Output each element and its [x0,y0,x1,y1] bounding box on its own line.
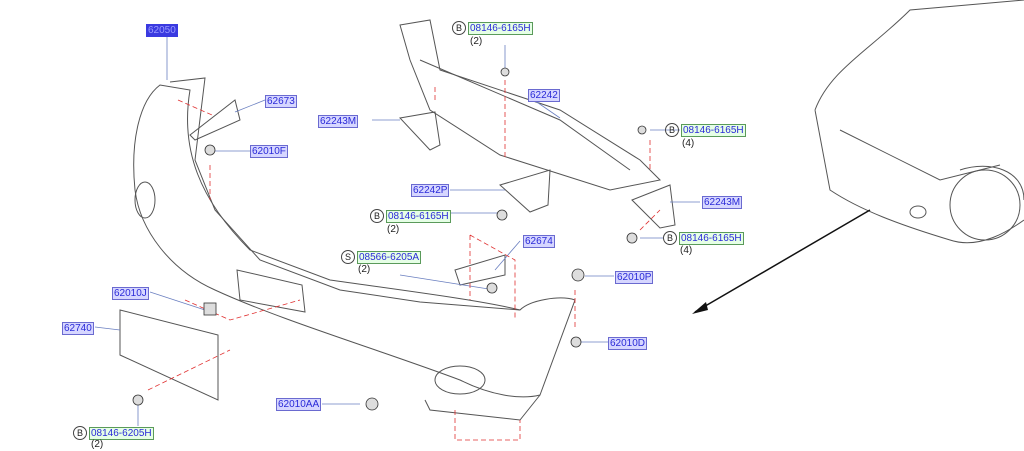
part-label-62010AA[interactable]: 62010AA [276,398,322,411]
fastener-code[interactable]: 08146-6205H [89,426,154,440]
clip-icon [365,397,379,411]
reinforcement-beam [399,19,662,191]
bolt-icon [500,67,510,77]
fastener-code[interactable]: 08566-6205A [357,250,422,264]
clip-icon [571,268,585,282]
fastener-qty: (2) [387,224,400,235]
part-label-62242[interactable]: 62242 [528,89,560,102]
fastener-qty: (2) [358,264,371,275]
fastener-code[interactable]: 08146-6165H [679,231,744,245]
clip-62010J-icon [203,302,217,316]
part-label-62010J[interactable]: 62010J [112,287,149,300]
fastener-type-icon: B [663,231,677,245]
bolt-icon [626,232,638,244]
part-label-62010P[interactable]: 62010P [615,271,654,284]
fastener-type-icon: B [452,21,466,35]
part-label-62050[interactable]: 62050 [146,24,178,37]
part-label-62243M-right[interactable]: 62243M [702,196,743,209]
bolt-icon [132,394,144,406]
screw-icon [486,282,498,294]
part-label-62243M-left[interactable]: 62243M [318,115,359,128]
clip-icon [570,336,582,348]
fastener-type-icon: S [341,250,355,264]
fastener-code[interactable]: 08146-6165H [468,21,533,35]
fastener-qty: (4) [680,245,693,256]
bolt-icon [637,125,647,135]
fastener-qty: (2) [470,36,483,47]
fastener-type-icon: B [665,123,679,137]
fastener-type-icon: B [73,426,87,440]
clip-icon [204,144,216,156]
part-label-62010F[interactable]: 62010F [250,145,288,158]
fastener-code[interactable]: 08146-6165H [386,209,451,223]
bracket-62674 [454,254,506,286]
bracket-62673 [189,99,241,141]
part-label-62740[interactable]: 62740 [62,322,94,335]
bolt-icon [496,209,508,221]
fastener-type-icon: B [370,209,384,223]
fastener-code[interactable]: 08146-6165H [681,123,746,137]
part-label-62674[interactable]: 62674 [523,235,555,248]
vehicle-outline [814,0,1024,244]
fog-light-right [434,365,486,395]
license-plate [119,309,219,401]
part-label-62242P[interactable]: 62242P [411,184,450,197]
bumper-fascia [133,84,576,398]
fastener-qty: (2) [91,439,104,450]
fastener-qty: (4) [682,138,695,149]
fog-light-left [134,181,156,219]
part-label-62010D[interactable]: 62010D [608,337,648,350]
part-label-62673[interactable]: 62673 [265,95,297,108]
